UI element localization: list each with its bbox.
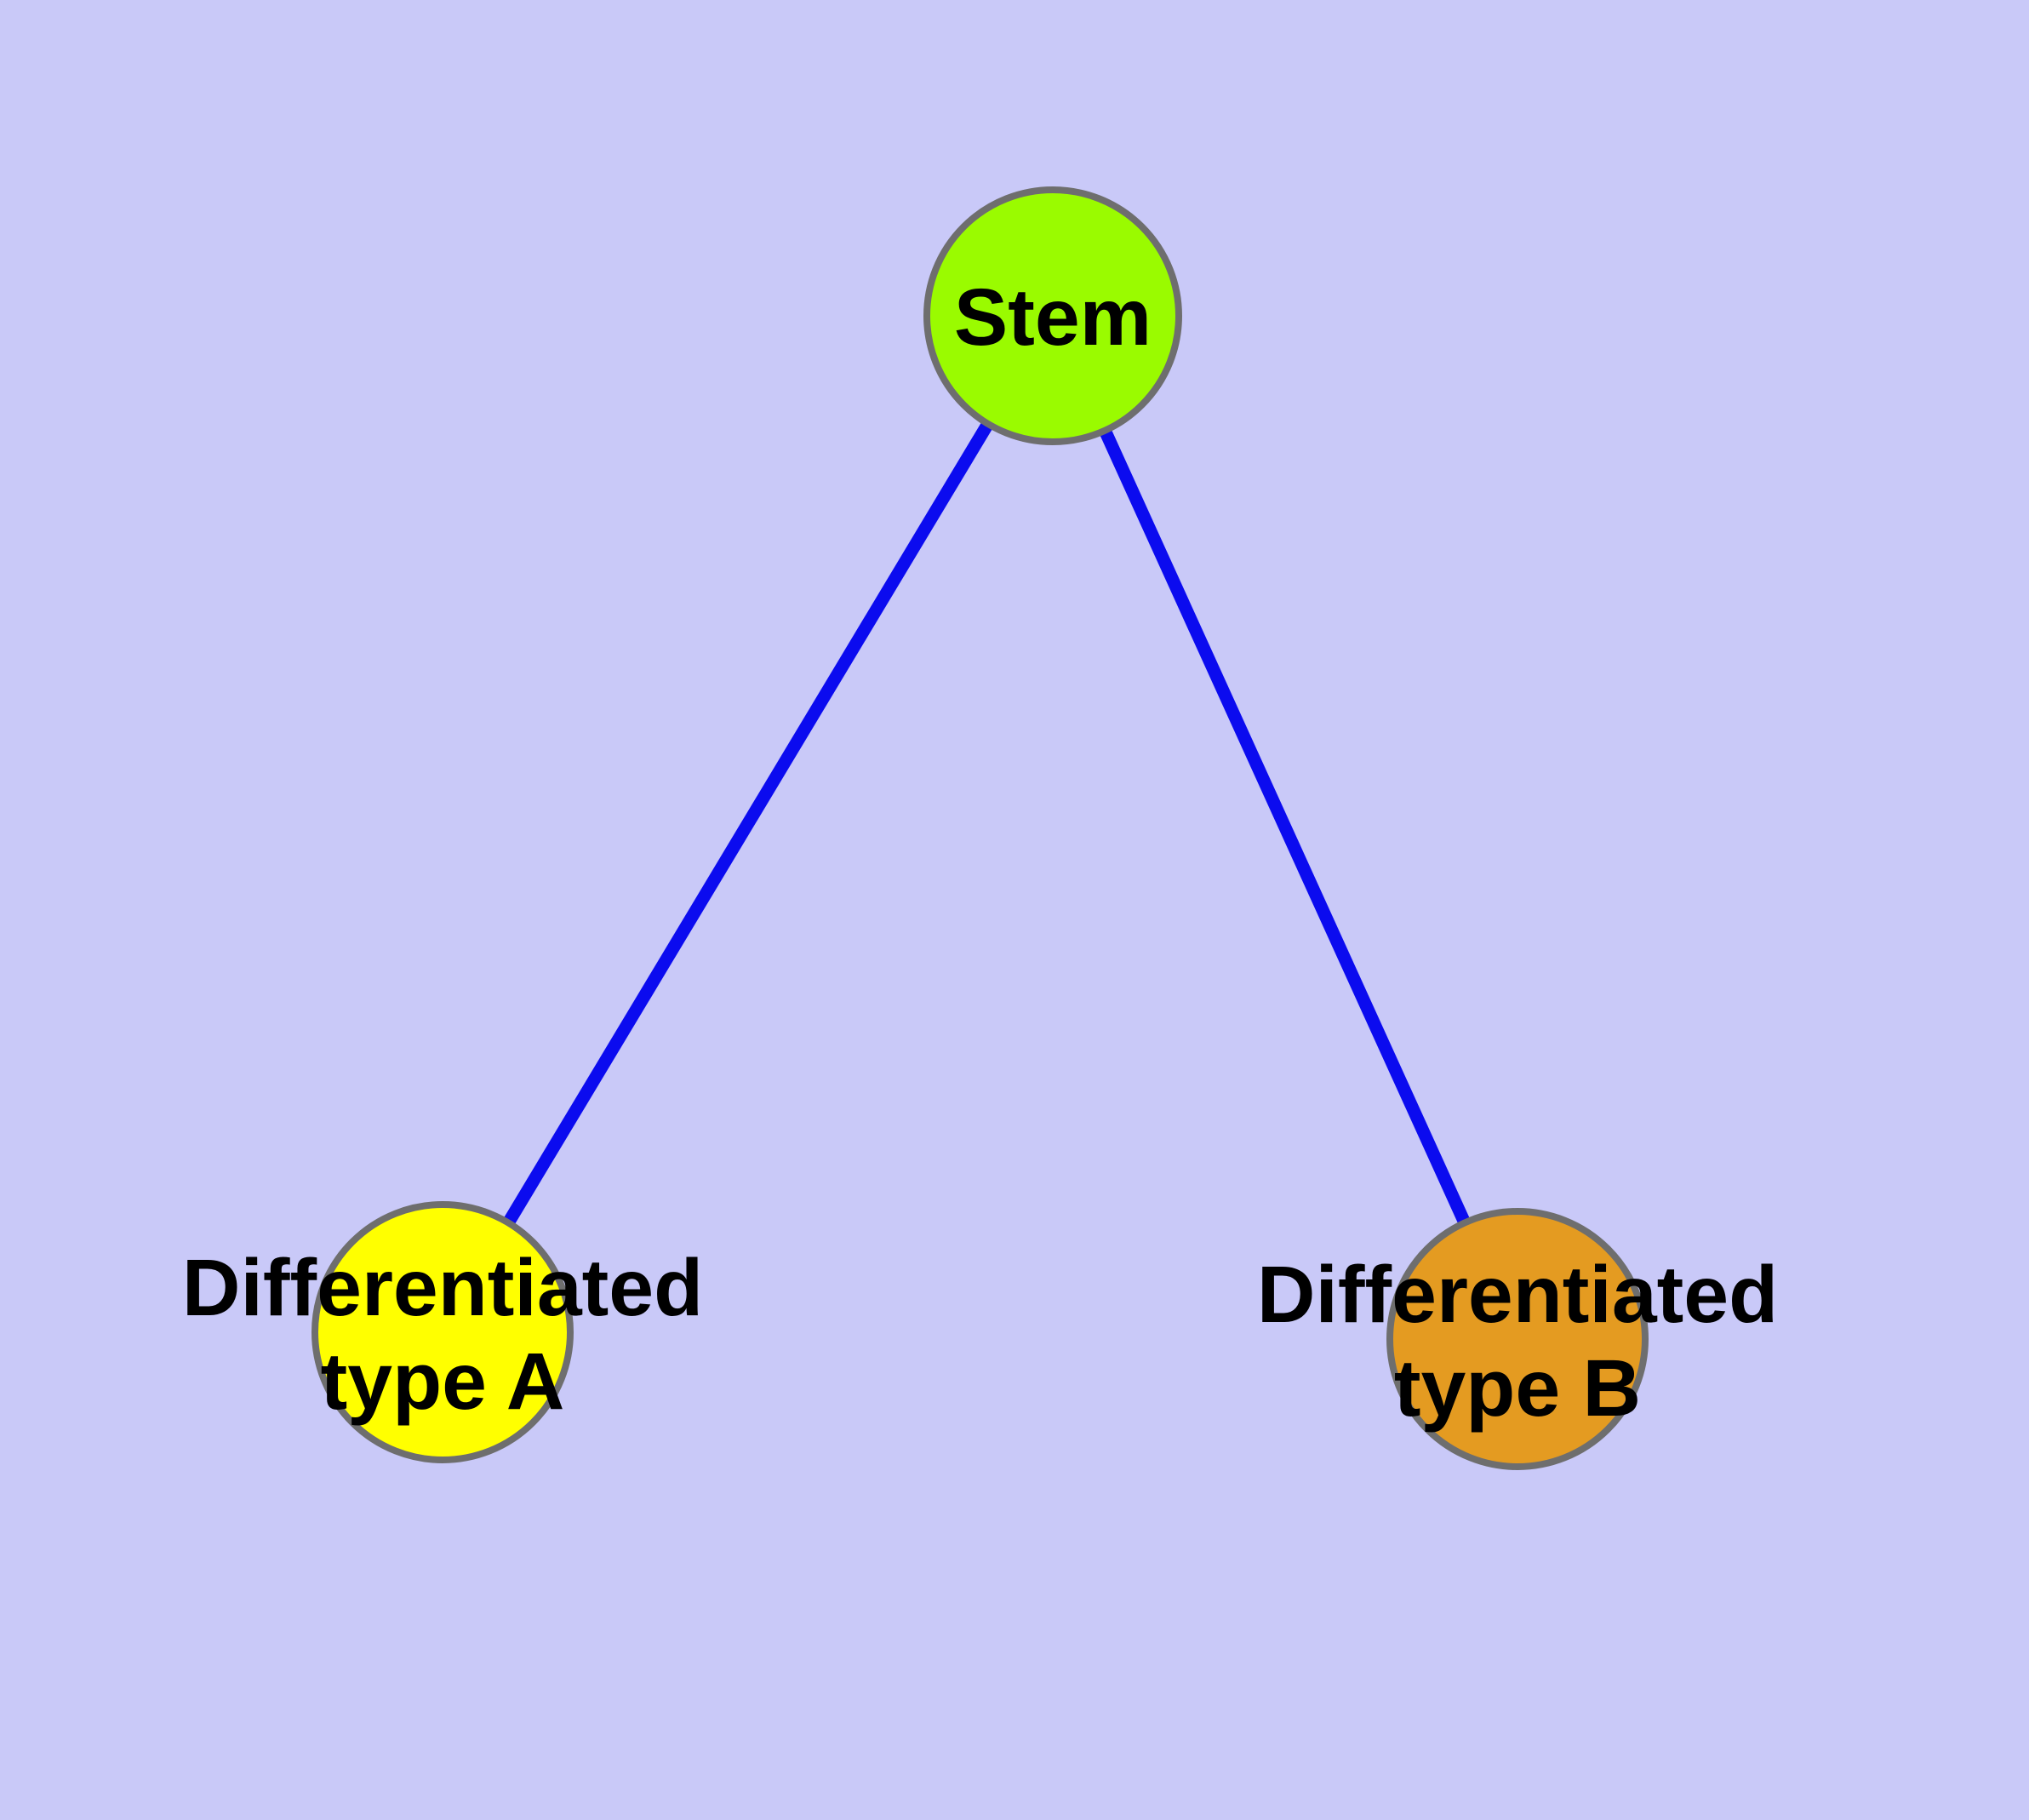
edge-layer	[437, 312, 1523, 1342]
edge-stem-to-type-a	[437, 312, 1059, 1336]
node-stem-label: Stem	[954, 272, 1152, 363]
node-type-b-circle	[1386, 1208, 1649, 1470]
node-type-a-circle	[311, 1201, 574, 1463]
node-layer	[311, 186, 1649, 1470]
label-layer: Stem Differentiated type A Differentiate…	[182, 272, 1778, 1434]
node-type-a-label-line1: Differentiated	[182, 1243, 703, 1333]
edge-stem-to-type-b	[1047, 312, 1523, 1342]
node-stem-circle	[923, 186, 1182, 445]
node-type-b-label-line1: Differentiated	[1257, 1250, 1778, 1340]
node-type-b-label-line2: type B	[1394, 1343, 1641, 1434]
node-type-a-label-line2: type A	[321, 1336, 565, 1427]
